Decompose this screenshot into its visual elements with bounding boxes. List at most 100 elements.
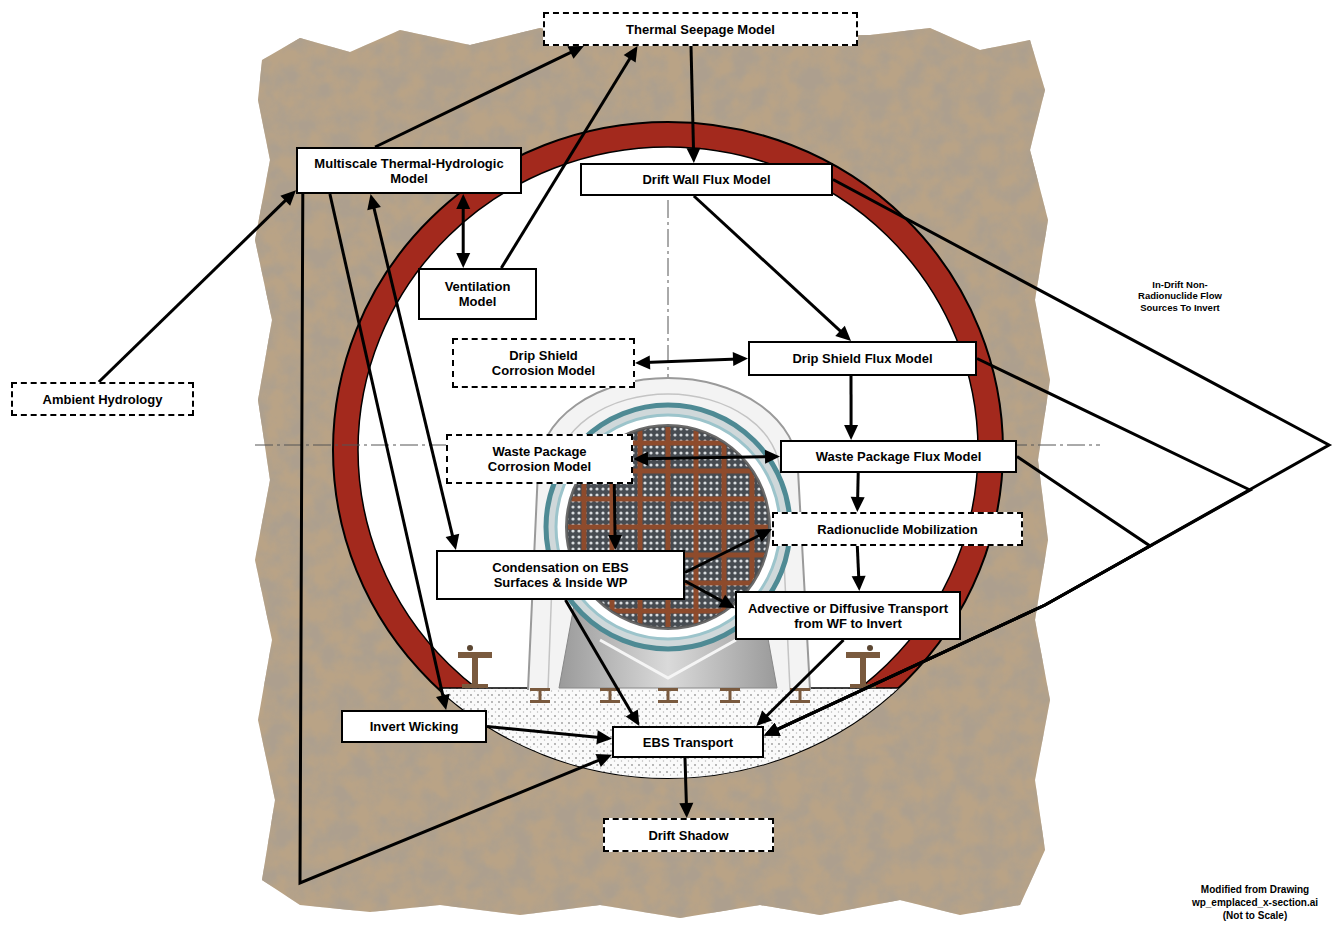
connector-arrow: [487, 727, 612, 745]
connector-line: [685, 581, 726, 603]
connector-arrow: [566, 600, 640, 726]
model-box: EBS Transport: [612, 726, 764, 758]
connector-line: [685, 534, 763, 573]
model-box: Thermal Seepage Model: [543, 12, 858, 46]
connector-arrow: [685, 529, 772, 573]
model-box: Invert Wicking: [341, 710, 487, 743]
connector-arrow: [367, 194, 459, 550]
connector-arrow: [300, 194, 612, 883]
note-text: In-Drift Non-Radionuclide Flow Sources T…: [1122, 278, 1238, 314]
arrow-head: [686, 148, 700, 163]
box-text: Waste Package Flux Model: [816, 449, 982, 464]
arrow-head: [679, 803, 693, 818]
connector-line: [685, 758, 687, 808]
box-text: Ventilation Model: [432, 279, 524, 309]
arrow-head: [456, 194, 470, 209]
arrow-head: [733, 352, 748, 366]
connector-arrow: [844, 376, 858, 440]
connector-line: [566, 600, 635, 717]
box-text: Waste Package Corrosion Model: [475, 444, 605, 474]
connector-line: [773, 180, 1329, 732]
connector-line: [645, 359, 738, 363]
arrow-head: [626, 710, 640, 726]
box-text: Drift Wall Flux Model: [642, 172, 770, 187]
connector-arrow: [99, 190, 296, 382]
arrow-head: [764, 723, 781, 736]
connector-arrow: [456, 194, 470, 268]
arrow-head: [835, 326, 851, 341]
connector-arrow: [375, 46, 584, 147]
box-text: Drip Shield Corrosion Model: [479, 348, 609, 378]
connector-line: [694, 196, 844, 334]
model-box: Multiscale Thermal-Hydrologic Model: [296, 147, 522, 194]
arrow-head: [596, 730, 612, 744]
arrow-head: [633, 452, 648, 466]
connector-line: [300, 194, 603, 883]
connector-arrow: [764, 180, 1329, 736]
connector-line: [613, 484, 617, 540]
connector-arrow: [756, 640, 843, 726]
connector-line: [643, 457, 770, 459]
model-box: Drip Shield Flux Model: [748, 341, 977, 376]
connector-line: [850, 376, 853, 430]
connector-line: [764, 640, 844, 719]
connector-arrow: [851, 473, 865, 512]
arrow-head: [755, 529, 772, 542]
arrow-head: [436, 694, 450, 710]
arrow-head: [456, 253, 470, 268]
connector-arrow: [608, 484, 622, 550]
connector-line: [857, 546, 859, 581]
arrow-head: [718, 595, 735, 608]
model-box: Waste Package Corrosion Model: [446, 434, 633, 484]
model-box: Ventilation Model: [418, 268, 537, 320]
box-text: Multiscale Thermal-Hydrologic Model: [314, 156, 504, 186]
box-text: Radionuclide Mobilization: [817, 522, 977, 537]
arrow-head: [280, 190, 296, 205]
connector-line: [462, 204, 465, 258]
connector-arrow: [686, 46, 700, 163]
arrow-head: [765, 450, 780, 464]
arrow-head: [446, 534, 460, 550]
arrow-head: [756, 710, 772, 726]
box-text: Ambient Hydrology: [43, 392, 163, 407]
box-text: Thermal Seepage Model: [626, 22, 775, 37]
arrow-head: [851, 497, 865, 512]
arrow-head: [567, 46, 584, 59]
note-text: wp_emplaced_x-section.ai: [1180, 897, 1330, 909]
box-text: Drift Shadow: [648, 828, 728, 843]
connector-line: [691, 46, 694, 153]
model-box: Ambient Hydrology: [11, 382, 194, 416]
box-text: EBS Transport: [643, 735, 733, 750]
box-text: Invert Wicking: [370, 719, 459, 734]
connector-arrow: [852, 546, 866, 591]
model-box: Drift Shadow: [603, 818, 774, 852]
model-box: Advective or Diffusive Transport from WF…: [735, 591, 961, 640]
arrow-head: [852, 576, 866, 591]
note-text: (Not to Scale): [1180, 910, 1330, 922]
connector-arrow: [635, 352, 748, 369]
model-box: Drift Wall Flux Model: [580, 163, 833, 196]
model-box: Condensation on EBS Surfaces & Inside WP: [436, 550, 685, 600]
connector-line: [99, 197, 289, 382]
model-box: Waste Package Flux Model: [780, 440, 1017, 473]
connector-arrow: [633, 450, 780, 466]
note-text: Modified from Drawing: [1180, 884, 1330, 896]
arrow-head: [367, 194, 381, 210]
box-text: Condensation on EBS Surfaces & Inside WP: [473, 560, 648, 590]
arrow-head: [635, 355, 650, 369]
box-text: Advective or Diffusive Transport from WF…: [746, 601, 951, 631]
box-text: Drip Shield Flux Model: [792, 351, 932, 366]
arrow-head: [844, 425, 858, 440]
connector-line: [375, 50, 575, 147]
arrow-head: [608, 535, 622, 550]
model-box: Drip Shield Corrosion Model: [452, 338, 635, 388]
arrow-head: [595, 754, 612, 767]
connector-arrow: [764, 359, 1250, 736]
connector-line: [373, 204, 454, 541]
connector-arrow: [679, 758, 693, 818]
connector-arrow: [694, 196, 851, 341]
connector-arrow: [685, 581, 735, 608]
